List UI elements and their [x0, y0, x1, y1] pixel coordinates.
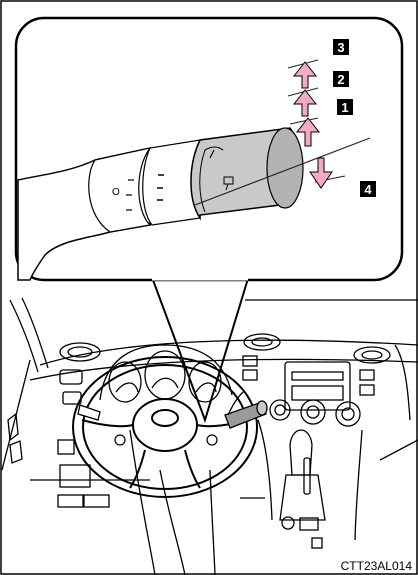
callout-3: 3: [333, 39, 349, 55]
ring-mark-o: O: [112, 187, 120, 198]
svg-text:1: 1: [341, 100, 348, 115]
figure-code: CTT23AL014: [341, 559, 413, 573]
svg-text:4: 4: [364, 182, 372, 197]
lever-tip: [267, 128, 303, 208]
callout-2: 2: [333, 71, 349, 87]
callout-4: 4: [360, 181, 376, 197]
callout-1: 1: [337, 99, 353, 115]
svg-text:3: 3: [337, 40, 344, 55]
svg-text:2: 2: [337, 72, 344, 87]
